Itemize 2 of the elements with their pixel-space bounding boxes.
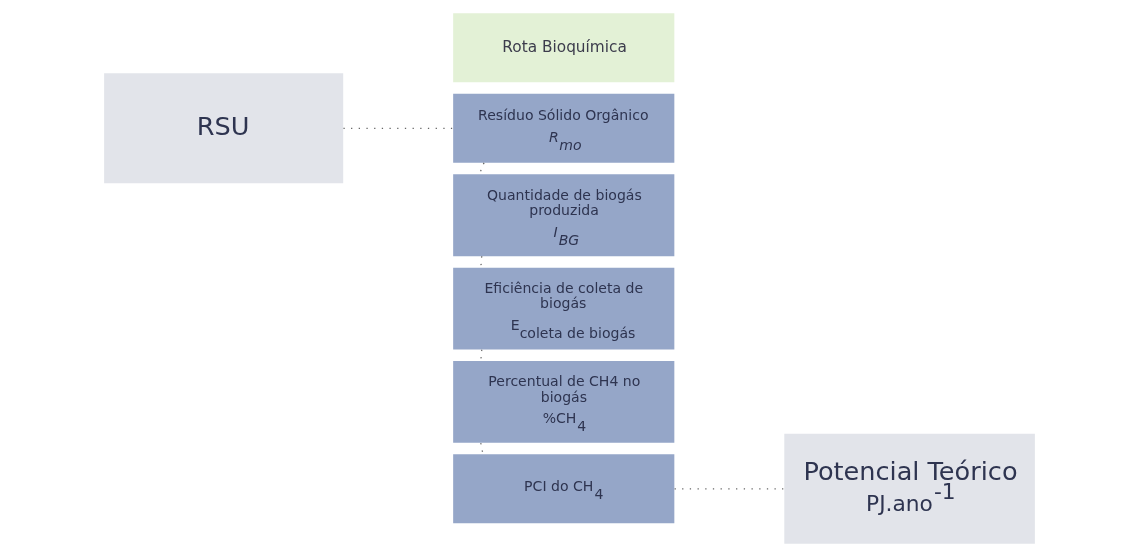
node-box: Rota Bioquímica	[453, 13, 675, 83]
node-box: RSU	[104, 73, 344, 184]
